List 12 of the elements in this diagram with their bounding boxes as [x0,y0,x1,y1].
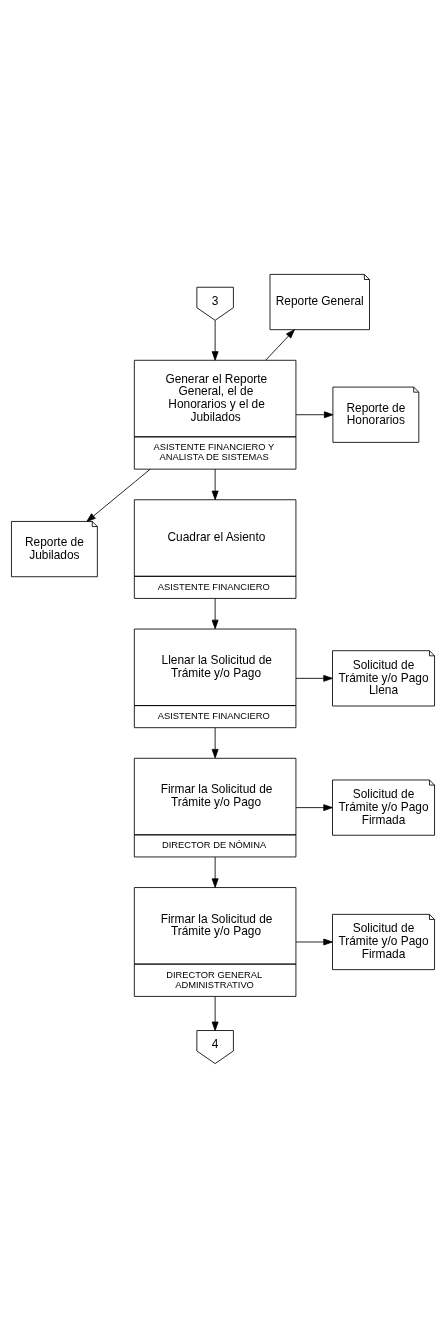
arrow [265,328,295,361]
arrow [211,726,219,758]
arrow [295,674,333,682]
arrow [86,468,151,522]
arrow [295,803,333,811]
arrow [211,995,219,1031]
arrow [211,319,219,361]
arrow [295,938,333,945]
arrow [211,856,219,888]
arrow [211,468,219,500]
arrow [211,597,219,629]
arrow [295,410,334,418]
